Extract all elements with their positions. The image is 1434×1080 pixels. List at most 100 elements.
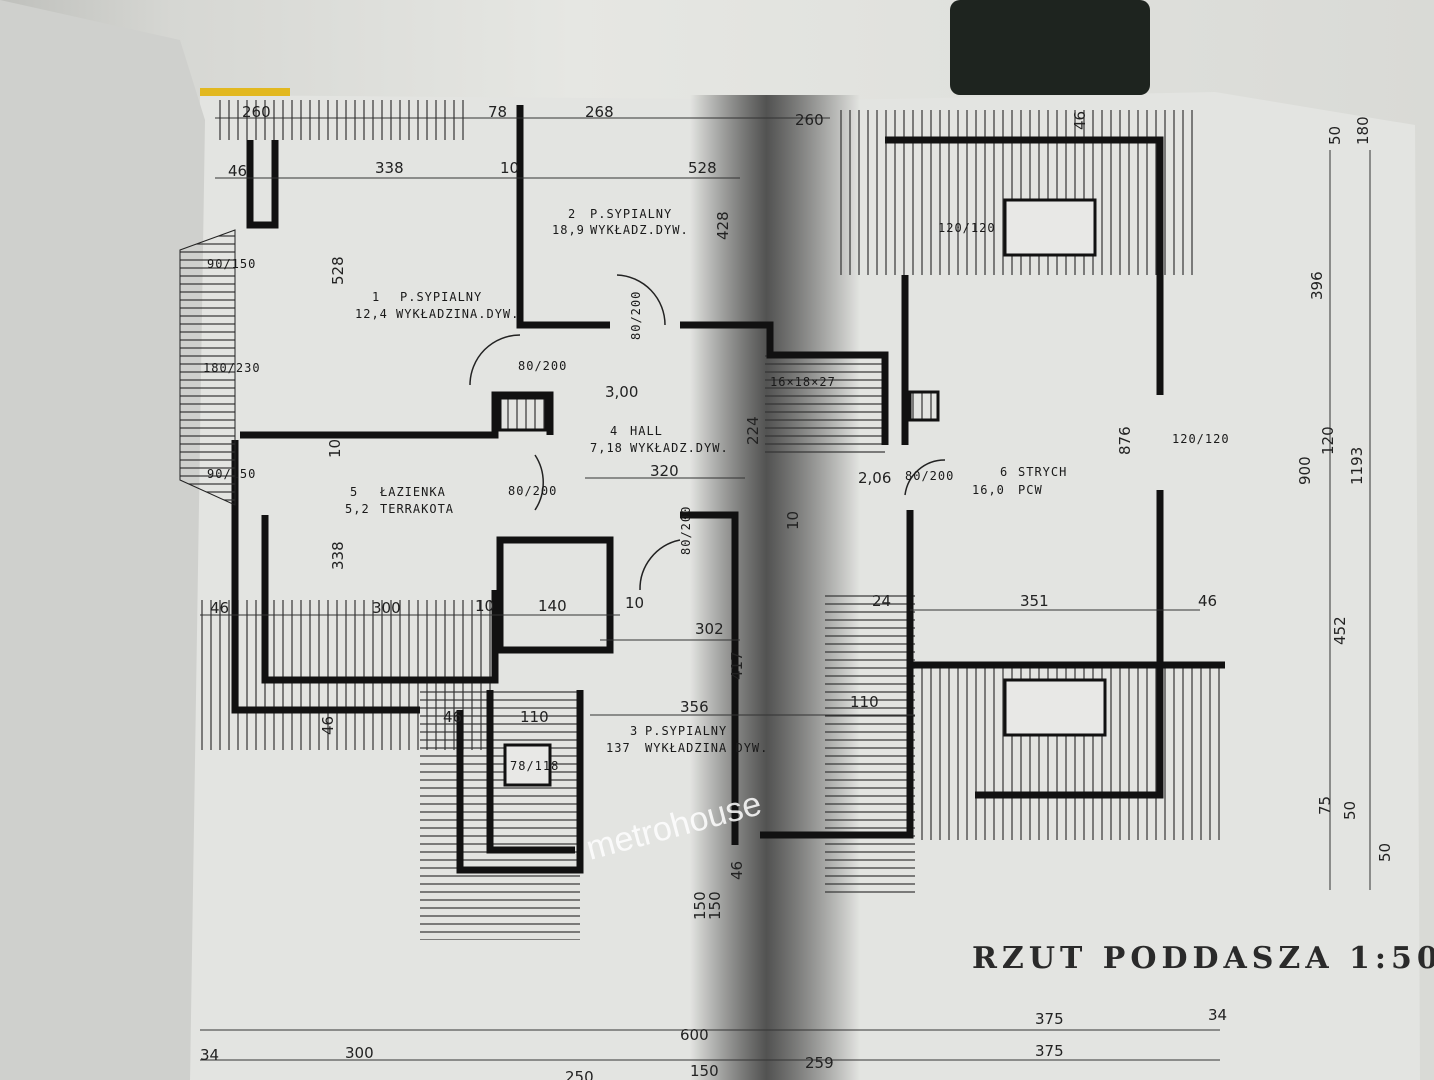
svg-text:375: 375 xyxy=(1035,1010,1064,1028)
svg-text:50: 50 xyxy=(1341,801,1359,820)
svg-text:P.SYPIALNY: P.SYPIALNY xyxy=(590,207,672,221)
svg-text:6: 6 xyxy=(1000,465,1008,479)
roof-window xyxy=(1003,198,1097,257)
svg-text:HALL: HALL xyxy=(630,424,663,438)
svg-text:150: 150 xyxy=(706,891,724,920)
svg-text:90/150: 90/150 xyxy=(207,467,256,481)
svg-text:10: 10 xyxy=(475,597,494,615)
svg-text:452: 452 xyxy=(1331,616,1349,645)
svg-text:7,18: 7,18 xyxy=(590,441,623,455)
svg-text:80/200: 80/200 xyxy=(508,484,557,498)
svg-text:ŁAZIENKA: ŁAZIENKA xyxy=(379,485,446,499)
svg-text:2: 2 xyxy=(568,207,576,221)
roof-hatch xyxy=(825,590,915,895)
svg-text:10: 10 xyxy=(625,594,644,612)
roof-hatch xyxy=(215,100,465,140)
svg-text:90/150: 90/150 xyxy=(207,257,256,271)
svg-text:417: 417 xyxy=(728,651,746,680)
svg-text:78/118: 78/118 xyxy=(510,759,559,773)
svg-text:900: 900 xyxy=(1296,456,1314,485)
svg-text:4: 4 xyxy=(610,424,618,438)
svg-text:428: 428 xyxy=(714,211,732,240)
svg-text:268: 268 xyxy=(585,103,614,121)
svg-text:46: 46 xyxy=(1198,592,1217,610)
svg-text:34: 34 xyxy=(200,1046,219,1064)
svg-text:150: 150 xyxy=(691,891,709,920)
svg-text:528: 528 xyxy=(329,256,347,285)
svg-text:5,2: 5,2 xyxy=(345,502,370,516)
svg-text:140: 140 xyxy=(538,597,567,615)
stairs xyxy=(765,355,885,455)
svg-text:260: 260 xyxy=(795,111,824,129)
chimney xyxy=(498,396,548,432)
svg-text:137: 137 xyxy=(606,741,631,755)
svg-text:46: 46 xyxy=(210,599,229,617)
svg-text:34: 34 xyxy=(1208,1006,1227,1024)
chimney xyxy=(908,390,940,422)
svg-text:876: 876 xyxy=(1116,426,1134,455)
svg-text:STRYCH: STRYCH xyxy=(1018,465,1067,479)
roof-window xyxy=(503,743,552,787)
svg-text:80/200: 80/200 xyxy=(679,506,693,555)
walls xyxy=(231,105,1225,874)
svg-text:1: 1 xyxy=(372,290,380,304)
room-label-1: 1 P.SYPIALNY 12,4 WYKŁADZINA.DYW. xyxy=(355,290,519,321)
door-swings xyxy=(469,274,946,591)
balcony xyxy=(179,229,236,506)
svg-text:50: 50 xyxy=(1376,843,1394,862)
svg-text:10: 10 xyxy=(326,439,344,458)
svg-text:3: 3 xyxy=(630,724,638,738)
svg-text:80/200: 80/200 xyxy=(629,291,643,340)
svg-text:46: 46 xyxy=(728,861,746,880)
folded-page xyxy=(0,0,205,1080)
svg-text:120/120: 120/120 xyxy=(1172,432,1230,446)
svg-text:16×18×27: 16×18×27 xyxy=(770,375,836,389)
opening-labels: 80/200 80/200 80/200 80/200 80/200 90/15… xyxy=(203,221,1230,773)
svg-text:375: 375 xyxy=(1035,1042,1064,1060)
svg-text:120: 120 xyxy=(1319,426,1337,455)
svg-text:12,4: 12,4 xyxy=(355,307,388,321)
svg-text:320: 320 xyxy=(650,462,679,480)
svg-text:80/200: 80/200 xyxy=(905,469,954,483)
dimension-labels: 260 78 268 260 46 46 338 10 528 528 428 … xyxy=(200,103,1394,1080)
yellow-edge xyxy=(200,88,290,96)
svg-text:WYKŁADZINA.DYW.: WYKŁADZINA.DYW. xyxy=(396,307,519,321)
svg-text:338: 338 xyxy=(375,159,404,177)
svg-text:16,0: 16,0 xyxy=(972,483,1005,497)
svg-text:TERRAKOTA: TERRAKOTA xyxy=(380,502,454,516)
svg-text:180/230: 180/230 xyxy=(203,361,261,375)
svg-text:75: 75 xyxy=(1316,796,1334,815)
svg-text:50: 50 xyxy=(1326,126,1344,145)
svg-text:5: 5 xyxy=(350,485,358,499)
svg-text:46: 46 xyxy=(319,716,337,735)
roof-hatch xyxy=(420,690,580,940)
svg-text:600: 600 xyxy=(680,1026,709,1044)
drawing-title: RZUT PODDASZA 1:50 xyxy=(972,941,1434,976)
svg-text:150: 150 xyxy=(690,1062,719,1080)
svg-text:46: 46 xyxy=(228,162,247,180)
svg-text:351: 351 xyxy=(1020,592,1049,610)
svg-text:80/200: 80/200 xyxy=(518,359,567,373)
svg-text:P.SYPIALNY: P.SYPIALNY xyxy=(645,724,727,738)
level-mark: 2,06 xyxy=(858,469,891,487)
roof-window xyxy=(1003,678,1107,737)
svg-text:46: 46 xyxy=(1071,111,1089,130)
svg-text:300: 300 xyxy=(372,599,401,617)
svg-text:250: 250 xyxy=(565,1068,594,1080)
svg-text:110: 110 xyxy=(520,708,549,726)
svg-text:396: 396 xyxy=(1308,271,1326,300)
svg-text:10: 10 xyxy=(784,511,802,530)
svg-text:24: 24 xyxy=(872,592,891,610)
svg-text:P.SYPIALNY: P.SYPIALNY xyxy=(400,290,482,304)
svg-text:224: 224 xyxy=(744,416,762,445)
svg-text:10: 10 xyxy=(500,159,519,177)
dimension-lines xyxy=(200,117,1371,1061)
room-label-5: 5 ŁAZIENKA 5,2 TERRAKOTA xyxy=(345,485,454,516)
svg-text:260: 260 xyxy=(242,103,271,121)
